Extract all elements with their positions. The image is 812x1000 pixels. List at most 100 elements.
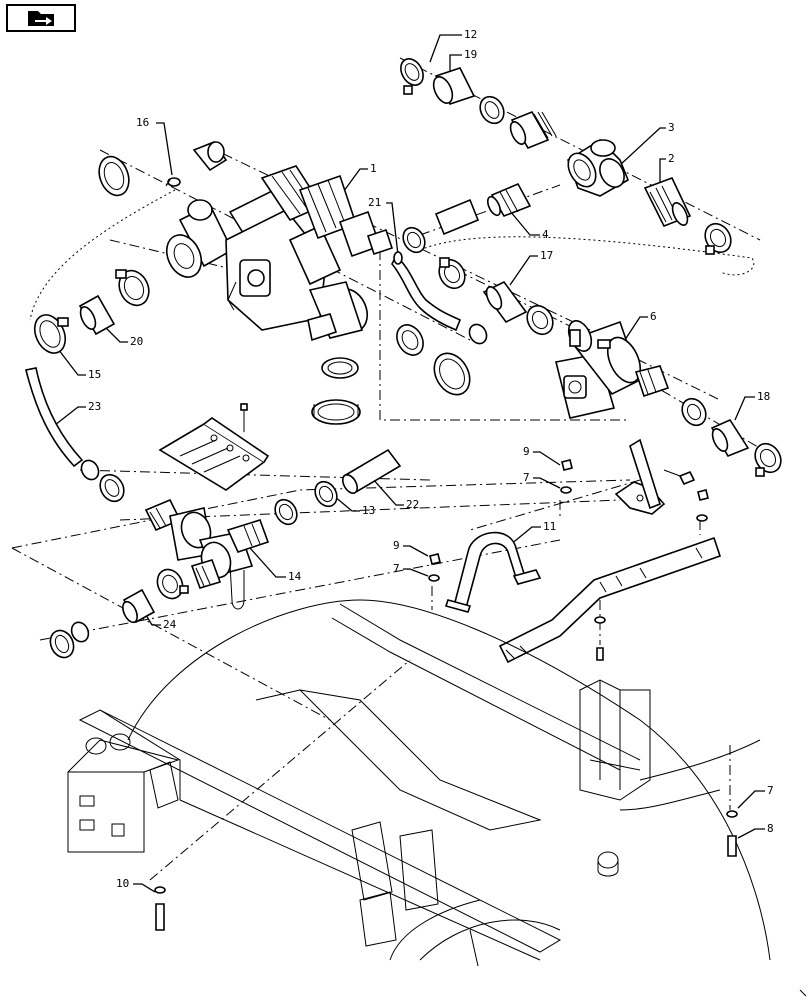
callout-15-label: 15 bbox=[88, 368, 101, 381]
callout-2-label: 2 bbox=[668, 152, 675, 165]
bolt-top bbox=[240, 403, 248, 432]
hose-clamp-21 bbox=[468, 323, 488, 345]
callout-6-label: 6 bbox=[650, 310, 657, 323]
machine-chassis-outline bbox=[78, 599, 771, 967]
callout-10-label: 10 bbox=[116, 877, 129, 890]
hose-clamp-15 bbox=[33, 314, 69, 354]
barb-fitting-2 bbox=[643, 176, 692, 228]
callout-11: 11 bbox=[509, 520, 556, 546]
hose-clamp-23 bbox=[80, 459, 125, 503]
hose-clamp-19b bbox=[479, 95, 505, 125]
folder-arrow-icon bbox=[28, 11, 54, 26]
callout-22-label: 22 bbox=[406, 498, 419, 511]
hose-clamp-13a bbox=[274, 498, 298, 526]
hose-clamp-20a bbox=[115, 269, 150, 307]
hose-clamp-13b bbox=[314, 480, 338, 508]
hose-21 bbox=[391, 251, 462, 332]
mounting-bracket-long bbox=[498, 536, 722, 664]
hose-22 bbox=[341, 448, 402, 494]
callout-18-label: 18 bbox=[757, 390, 770, 403]
callout-17-label: 17 bbox=[540, 249, 553, 262]
bolt-10 bbox=[154, 886, 166, 931]
callout-9b-label: 9 bbox=[393, 539, 400, 552]
callout-2: 2 bbox=[659, 152, 675, 185]
gasket-ring bbox=[321, 357, 359, 379]
barb-fitting-4 bbox=[487, 182, 532, 217]
callout-15: 15 bbox=[54, 344, 101, 381]
hose-clamp-12 bbox=[400, 58, 424, 95]
callout-12-label: 12 bbox=[464, 28, 477, 41]
side-bracket-right bbox=[614, 438, 666, 515]
hose-24 bbox=[122, 588, 156, 624]
callout-17: 17 bbox=[509, 249, 553, 286]
tee-fitting-3 bbox=[567, 138, 630, 197]
callout-24-label: 24 bbox=[163, 618, 177, 631]
elbow-fitting-16 bbox=[165, 141, 228, 187]
clamp-ring-21 bbox=[396, 324, 424, 356]
callout-19-label: 19 bbox=[464, 48, 477, 61]
callout-8-label: 8 bbox=[767, 822, 774, 835]
callout-12: 12 bbox=[429, 28, 477, 63]
callout-13: 13 bbox=[333, 495, 375, 517]
callout-19: 19 bbox=[449, 48, 477, 72]
callout-16: 16 bbox=[136, 116, 173, 176]
callout-16-label: 16 bbox=[136, 116, 149, 129]
main-valve-assembly-1 bbox=[165, 165, 394, 342]
callout-4-label: 4 bbox=[542, 228, 549, 241]
hose-19 bbox=[432, 67, 476, 105]
fender-curve-right bbox=[619, 739, 761, 811]
round-cap bbox=[597, 851, 619, 877]
callout-4: 4 bbox=[504, 204, 549, 241]
callout-7a-label: 7 bbox=[523, 471, 530, 484]
hose-clamp-24b bbox=[49, 621, 90, 659]
bolt-8 bbox=[727, 835, 737, 857]
callout-8: 8 bbox=[737, 822, 774, 839]
washer-7a bbox=[560, 486, 572, 494]
hose-clamp-17a bbox=[438, 257, 466, 290]
solenoid-valve-6 bbox=[555, 320, 670, 419]
hose-20 bbox=[78, 294, 116, 336]
callout-14-label: 14 bbox=[288, 570, 302, 583]
rear-bracket-right bbox=[579, 679, 651, 801]
hose-clamp-16 bbox=[98, 155, 130, 197]
nav-folder-button[interactable] bbox=[6, 4, 76, 32]
barb-fitting-3a bbox=[509, 110, 557, 150]
hose-23 bbox=[25, 367, 84, 468]
three-way-valve-14 bbox=[144, 498, 270, 610]
callout-9a: 9 bbox=[523, 445, 561, 466]
callout-7c-label: 7 bbox=[767, 784, 774, 797]
hose-clamp-18a bbox=[681, 397, 707, 427]
callout-7c: 7 bbox=[737, 784, 774, 809]
callout-23-label: 23 bbox=[88, 400, 101, 413]
callout-21: 21 bbox=[368, 196, 399, 256]
callout-7b: 7 bbox=[393, 562, 429, 577]
callout-3: 3 bbox=[619, 121, 675, 166]
strap-bracket-11 bbox=[444, 531, 542, 613]
callout-21-label: 21 bbox=[368, 196, 381, 209]
hose-clamp-17b bbox=[526, 304, 554, 336]
callout-7b-label: 7 bbox=[393, 562, 400, 575]
callout-23: 23 bbox=[54, 400, 101, 426]
hose-17 bbox=[482, 280, 528, 324]
washer-7c bbox=[726, 810, 738, 818]
pump-assembly-left bbox=[67, 733, 180, 853]
bolt-lower-mid bbox=[594, 616, 606, 661]
mounting-bracket-plate bbox=[158, 417, 270, 491]
callout-10: 10 bbox=[116, 877, 156, 893]
washer-7b bbox=[428, 574, 440, 582]
callout-9b: 9 bbox=[393, 539, 429, 557]
callout-20-label: 20 bbox=[130, 335, 143, 348]
hose-clamp-2b bbox=[704, 222, 732, 255]
callout-14: 14 bbox=[249, 547, 302, 583]
bolt-9a bbox=[561, 459, 573, 471]
hose-clamp-4 bbox=[402, 226, 426, 254]
hose-clamp-18b bbox=[754, 442, 782, 477]
callout-18: 18 bbox=[734, 390, 770, 421]
clamp-ring-21b bbox=[433, 352, 471, 396]
hose-4 bbox=[434, 198, 480, 236]
hose-18 bbox=[710, 418, 750, 458]
bolt-right-top bbox=[663, 469, 709, 522]
bolt-9b bbox=[429, 553, 441, 565]
callout-3-label: 3 bbox=[668, 121, 675, 134]
